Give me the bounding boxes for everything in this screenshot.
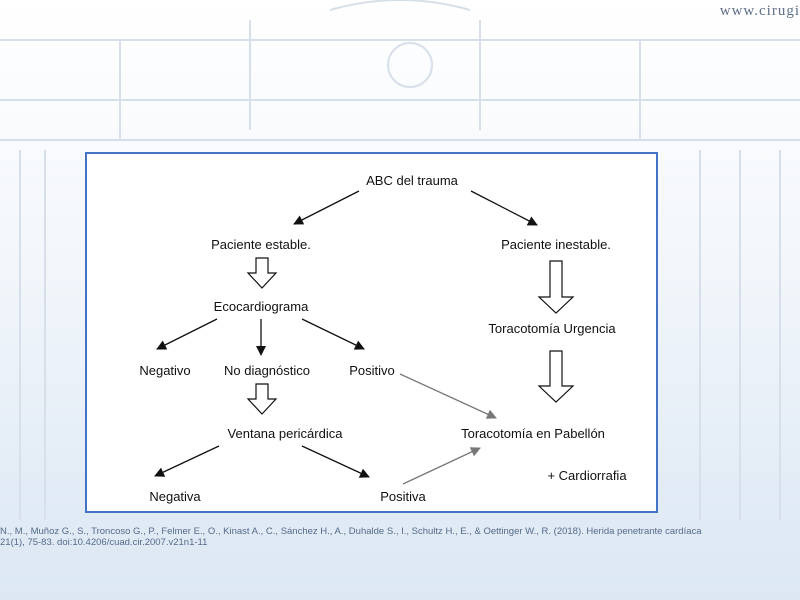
arrow-eco-to-negativo bbox=[156, 318, 218, 350]
node-paciente-inestable: Paciente inestable. bbox=[501, 237, 611, 252]
node-paciente-estable: Paciente estable. bbox=[211, 237, 311, 252]
node-positivo: Positivo bbox=[349, 363, 395, 378]
arrow-positivo-to-pabellon bbox=[399, 373, 497, 419]
node-negativo: Negativo bbox=[139, 363, 191, 378]
citation-line-2: 21(1), 75-83. doi:10.4206/cuad.cir.2007.… bbox=[0, 537, 208, 548]
hollow-arrow-estable-to-eco bbox=[246, 257, 278, 289]
reference-citation: N., M., Muñoz G., S., Troncoso G., P., F… bbox=[0, 526, 800, 548]
arrow-abc-to-inestable bbox=[470, 190, 538, 226]
hollow-arrow-nodiag-to-ventana bbox=[246, 383, 278, 415]
node-negativa: Negativa bbox=[149, 489, 201, 504]
arrow-eco-to-positivo bbox=[301, 318, 365, 350]
node-cardiorrafia: + Cardiorrafia bbox=[547, 468, 627, 483]
node-toracotomia-pabellon: Toracotomía en Pabellón bbox=[461, 426, 605, 441]
site-url-watermark: www.cirugi bbox=[719, 3, 800, 19]
node-ecocardiograma: Ecocardiograma bbox=[213, 299, 309, 314]
node-positiva: Positiva bbox=[380, 489, 426, 504]
hollow-arrow-urgencia-to-pabellon bbox=[537, 350, 575, 403]
flowchart-frame: ABC del trauma Paciente estable. Pacient… bbox=[85, 152, 658, 513]
node-ventana-pericardica: Ventana pericárdica bbox=[227, 426, 343, 441]
citation-line-1: N., M., Muñoz G., S., Troncoso G., P., F… bbox=[0, 526, 702, 537]
node-toracotomia-urgencia: Toracotomía Urgencia bbox=[488, 321, 616, 336]
hollow-arrow-inestable-to-urgencia bbox=[537, 260, 575, 314]
arrow-abc-to-estable bbox=[293, 190, 360, 225]
node-abc-del-trauma: ABC del trauma bbox=[366, 173, 458, 188]
node-no-diagnostico: No diagnóstico bbox=[224, 363, 310, 378]
arrow-ventana-to-negativa bbox=[154, 445, 220, 477]
flowchart-connectors bbox=[154, 190, 575, 485]
arrow-ventana-to-positiva bbox=[301, 445, 370, 478]
arrow-positiva-to-pabellon bbox=[402, 447, 481, 485]
